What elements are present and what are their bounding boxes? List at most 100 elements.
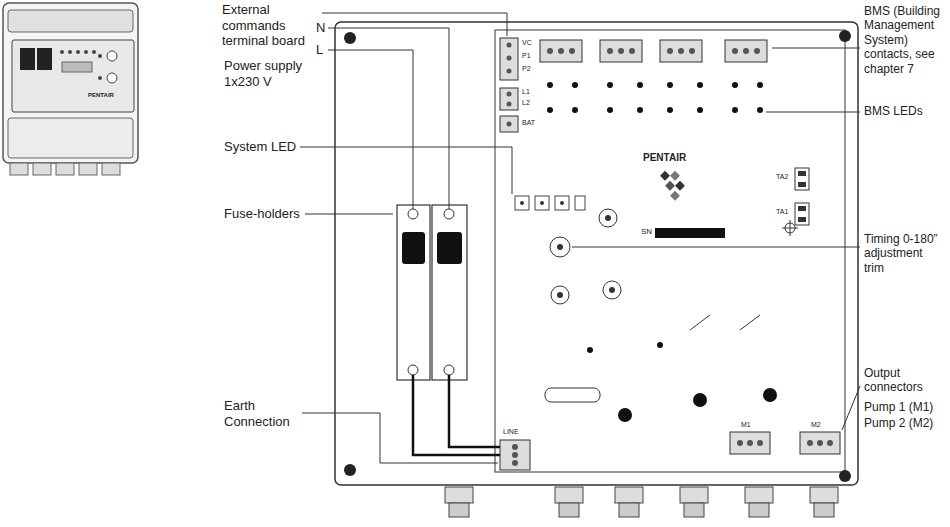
- fuse-holder: [444, 365, 454, 375]
- brand-logo: PENTAIR: [642, 152, 687, 163]
- callout-label: Fuse-holders: [224, 206, 300, 222]
- fuse-holder: [408, 365, 418, 375]
- phase-label: L: [316, 42, 323, 58]
- bms-terminal-block: [678, 48, 684, 54]
- bms-led: [757, 107, 763, 113]
- cable-gland: [615, 487, 643, 503]
- cable-gland: [810, 487, 838, 503]
- board-component: [693, 393, 707, 407]
- panel-front-inset: [60, 50, 64, 54]
- cable-gland: [449, 503, 469, 517]
- fuse-holder: [397, 205, 467, 380]
- bms-terminal-block: [629, 48, 635, 54]
- output-connector: [827, 440, 833, 446]
- panel-front-inset: [107, 51, 117, 61]
- mounting-screw: [344, 30, 851, 482]
- cable-gland: [555, 487, 583, 503]
- bms-led: [697, 82, 703, 88]
- leader-line: [302, 413, 498, 463]
- terminal-block: [507, 69, 512, 74]
- line-terminal: [512, 452, 518, 458]
- cable-gland: [619, 503, 639, 517]
- terminal-block: [500, 116, 518, 132]
- timing-trimmer: [609, 287, 615, 293]
- dip-switch: [798, 182, 806, 187]
- dip-switch: [795, 168, 809, 225]
- panel-front-inset: [20, 48, 35, 70]
- fuse-holder: [397, 205, 430, 380]
- bms-led: [547, 82, 763, 113]
- system-led: [535, 196, 549, 210]
- output-connector: [807, 440, 813, 446]
- board-component: [545, 315, 777, 422]
- serial-bar: [655, 228, 725, 238]
- panel-front-inset: [3, 3, 138, 163]
- panel-front-inset: [62, 62, 92, 72]
- panel-front-inset: [8, 10, 133, 32]
- switch-label: TA1: [775, 208, 789, 216]
- bms-led: [667, 82, 673, 88]
- bms-led: [667, 107, 673, 113]
- fuse-holder: [408, 209, 418, 219]
- circuit-board: [495, 30, 845, 472]
- bms-terminal-block: [600, 40, 642, 62]
- system-led: [515, 196, 585, 210]
- system-led: [515, 196, 529, 210]
- cable-gland: [814, 503, 834, 517]
- logo-mark: [660, 171, 685, 201]
- output-connector: [757, 440, 763, 446]
- output-connector: [737, 440, 743, 446]
- bms-terminal-block: [725, 40, 767, 62]
- switch-label: TA2: [775, 173, 789, 181]
- cable-gland: [680, 487, 708, 503]
- panel-front-inset: [92, 50, 96, 54]
- output-connector: [817, 440, 823, 446]
- leader-line: [328, 50, 413, 209]
- leader-line: [300, 13, 860, 463]
- dip-switch: [798, 171, 806, 176]
- terminal-block: [507, 43, 512, 48]
- terminal-block: [500, 88, 518, 110]
- system-led: [540, 201, 544, 205]
- supply-wire: [413, 375, 500, 455]
- bms-led: [732, 107, 738, 113]
- cable-gland: [559, 503, 579, 517]
- timing-trimmer: [550, 237, 570, 257]
- circuit-board: [495, 30, 845, 472]
- panel-front-inset: [84, 50, 88, 54]
- brand-logo: PENTAIR: [88, 92, 114, 99]
- fuse-holder: [444, 209, 454, 219]
- timing-trimmer: [550, 209, 621, 304]
- bms-led: [607, 82, 613, 88]
- cable-gland: [749, 503, 769, 517]
- line-terminal: [512, 460, 518, 466]
- callout-label: Pump 1 (M1): [864, 400, 933, 414]
- logo-mark: [660, 171, 670, 181]
- line-terminal: [512, 444, 518, 450]
- logo-mark: [665, 181, 675, 191]
- board-component: [545, 388, 600, 402]
- callout-label: Timing 0-180” adjustment trim: [864, 232, 946, 275]
- bms-terminal-block: [732, 48, 738, 54]
- terminal-label: L1: [521, 88, 531, 96]
- terminal-label: P2: [521, 65, 532, 73]
- bms-terminal-block: [607, 48, 613, 54]
- callout-label: BMS (Building Management System) contact…: [864, 4, 946, 76]
- panel-front-inset: [33, 163, 51, 175]
- bms-led: [607, 107, 613, 113]
- fuse-holder: [402, 232, 425, 264]
- leader-line: [300, 147, 512, 194]
- panel-front-inset: [76, 50, 80, 54]
- system-led: [520, 201, 524, 205]
- callout-label: Earth Connection: [224, 398, 304, 429]
- terminal-block: [507, 92, 512, 97]
- terminal-label: M1: [740, 421, 752, 429]
- supply-wire: [413, 375, 500, 455]
- leader-line: [772, 48, 860, 49]
- bms-terminal-block: [667, 48, 673, 54]
- bms-led: [637, 82, 643, 88]
- output-connector: [730, 432, 840, 454]
- mounting-screw: [344, 464, 356, 476]
- terminal-block: [500, 38, 518, 132]
